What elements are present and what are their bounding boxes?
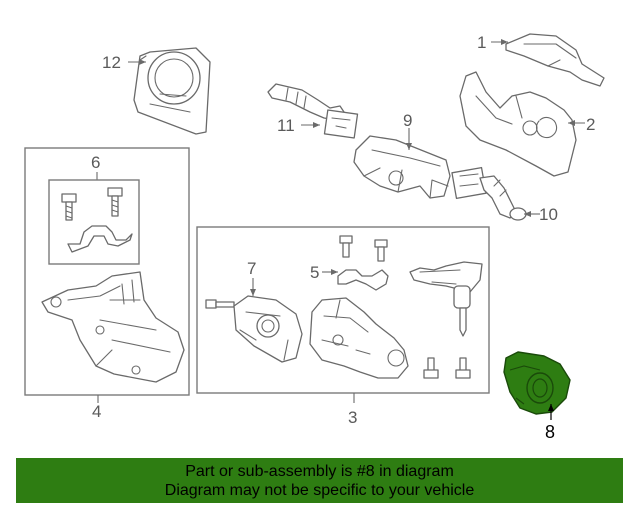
- callout-3: 3: [348, 408, 357, 427]
- group-frame-3: [196, 226, 490, 394]
- part-5-bracket-bolts[interactable]: 5: [310, 235, 389, 291]
- callout-2: 2: [586, 115, 595, 134]
- part-12-clock-spring[interactable]: 12: [102, 47, 211, 135]
- banner-line-2: Diagram may not be specific to your vehi…: [164, 482, 475, 499]
- part-lock-cylinder-assembly[interactable]: [309, 297, 409, 379]
- part-small-bolts[interactable]: [423, 357, 471, 379]
- info-banner: Part or sub-assembly is #8 in diagram Di…: [16, 458, 623, 503]
- part-2-lower-cover[interactable]: 2: [459, 71, 595, 177]
- part-11-combination-switch-left[interactable]: 11: [267, 83, 359, 139]
- callout-6: 6: [91, 153, 100, 172]
- part-9-switch-body[interactable]: 9: [353, 111, 451, 199]
- callout-7: 7: [247, 259, 256, 278]
- part-6-bolts-bracket[interactable]: [61, 187, 133, 253]
- part-keys[interactable]: [409, 261, 483, 337]
- callout-10: 10: [539, 205, 558, 224]
- part-7-ignition-housing[interactable]: 7: [205, 259, 303, 363]
- callout-11: 11: [277, 116, 295, 135]
- banner-line-1: Part or sub-assembly is #8 in diagram: [185, 463, 454, 480]
- part-4-lock-assembly[interactable]: [41, 271, 185, 383]
- part-1-upper-cover[interactable]: 1: [477, 33, 605, 87]
- callout-1: 1: [477, 33, 486, 52]
- callout-9: 9: [403, 111, 412, 130]
- part-10-combination-switch-right[interactable]: 10: [451, 166, 558, 224]
- callout-4: 4: [92, 402, 101, 421]
- group-frame-6: [48, 179, 140, 265]
- callout-5: 5: [310, 263, 319, 282]
- part-8-highlighted[interactable]: 8: [503, 351, 571, 442]
- group-frame-4: [24, 147, 190, 396]
- callout-8: 8: [545, 422, 555, 442]
- callout-12: 12: [102, 53, 121, 72]
